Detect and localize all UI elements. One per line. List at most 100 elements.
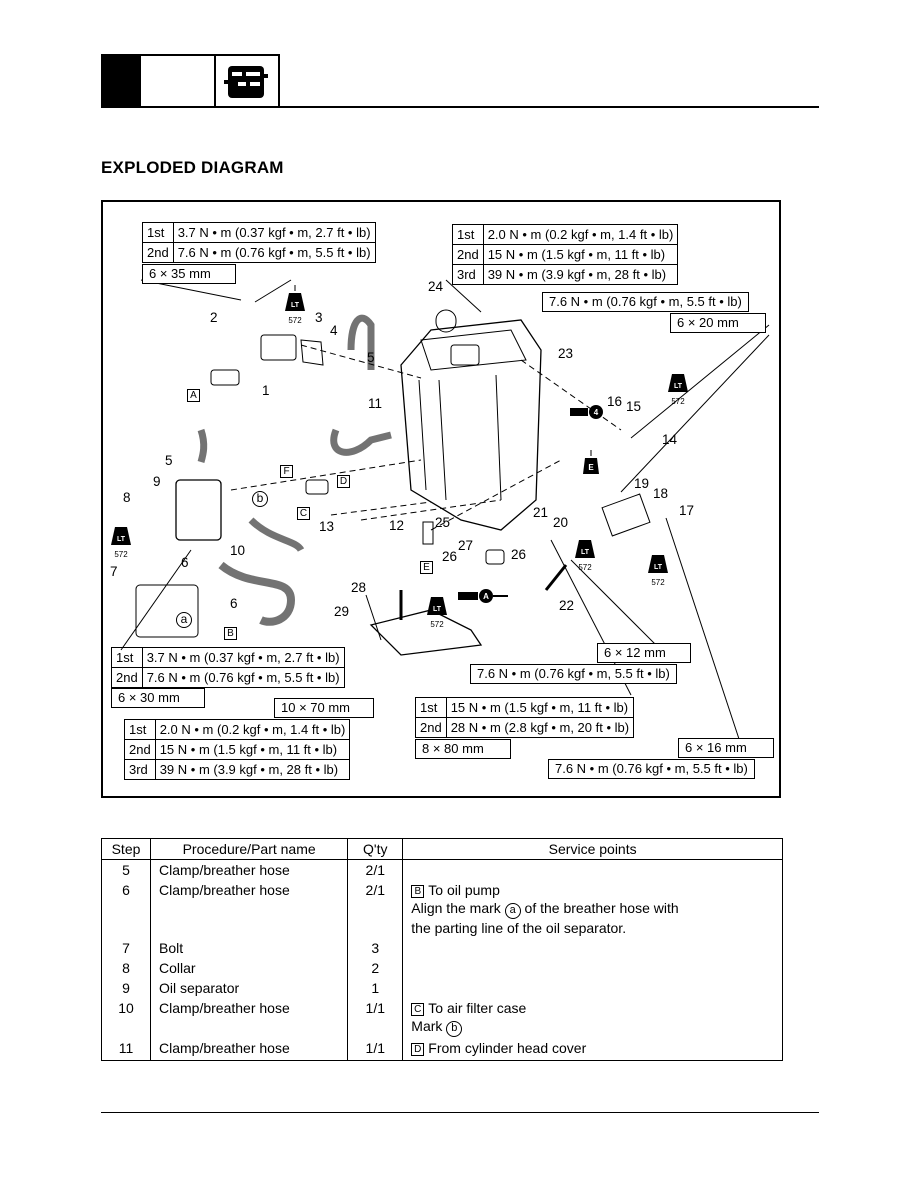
header-service-points: Service points bbox=[402, 838, 783, 860]
oil-icon: 4 bbox=[570, 404, 606, 420]
svg-text:LT: LT bbox=[433, 606, 442, 613]
footer-rule bbox=[101, 1112, 819, 1113]
callout-12: 12 bbox=[389, 518, 405, 533]
bolt-size-middle-right: 6 × 12 mm bbox=[597, 643, 691, 663]
header-step: Step bbox=[101, 838, 151, 860]
callout-17: 17 bbox=[679, 503, 695, 518]
callout-9: 9 bbox=[153, 474, 161, 489]
header-rule bbox=[101, 106, 819, 108]
callout-8: 8 bbox=[123, 490, 131, 505]
callout-14: 14 bbox=[662, 432, 678, 447]
chapter-tab-blank bbox=[141, 54, 214, 108]
svg-text:LT: LT bbox=[581, 549, 590, 556]
callout-29: 29 bbox=[334, 604, 350, 619]
mark-a: a bbox=[176, 612, 192, 628]
table-row: 8 Collar 2 bbox=[101, 958, 783, 978]
mark-circle: a bbox=[504, 903, 521, 919]
callout-25: 25 bbox=[435, 515, 451, 530]
letter-box: B bbox=[411, 885, 425, 898]
callout-19: 19 bbox=[634, 476, 650, 491]
callout-3: 3 bbox=[315, 310, 323, 325]
callout-23: 23 bbox=[558, 346, 574, 361]
table-row: 7 Bolt 3 bbox=[101, 938, 783, 958]
mark-circle: b bbox=[446, 1021, 463, 1037]
mark-b: b bbox=[252, 491, 268, 507]
callout-13: 13 bbox=[319, 519, 335, 534]
bolt-size-top-left: 6 × 35 mm bbox=[142, 264, 236, 284]
callout-5b: 5 bbox=[165, 453, 173, 468]
svg-text:A: A bbox=[483, 592, 489, 601]
callout-6b: 6 bbox=[230, 596, 238, 611]
chapter-tab-black bbox=[101, 54, 141, 108]
svg-text:LT: LT bbox=[117, 536, 126, 543]
torque-bottom-right-2: 7.6 N • m (0.76 kgf • m, 5.5 ft • lb) bbox=[548, 759, 755, 779]
thread-locker-icon: LT 572 bbox=[282, 285, 308, 325]
letter-d-box: D bbox=[337, 475, 350, 488]
callout-24: 24 bbox=[428, 279, 444, 294]
callout-7: 7 bbox=[110, 564, 118, 579]
torque-top-right: 7.6 N • m (0.76 kgf • m, 5.5 ft • lb) bbox=[542, 292, 749, 312]
bolt-size-bottom-right: 8 × 80 mm bbox=[415, 739, 511, 759]
svg-text:E: E bbox=[588, 463, 594, 472]
letter-f-box: F bbox=[280, 465, 293, 478]
torque-middle-right: 7.6 N • m (0.76 kgf • m, 5.5 ft • lb) bbox=[470, 664, 677, 684]
svg-text:LT: LT bbox=[674, 383, 683, 390]
diagram-drawing bbox=[120, 279, 770, 746]
letter-a-box: A bbox=[187, 389, 200, 402]
callout-4: 4 bbox=[330, 323, 338, 338]
letter-e-box: E bbox=[420, 561, 433, 574]
svg-text:LT: LT bbox=[654, 564, 663, 571]
table-row: 5 Clamp/breather hose 2/1 bbox=[101, 859, 783, 880]
electrical-connector-icon bbox=[214, 54, 280, 106]
bolt-size-bottom-left: 6 × 30 mm bbox=[111, 688, 205, 708]
callout-1: 1 bbox=[262, 383, 270, 398]
callout-21: 21 bbox=[533, 505, 549, 520]
step-label: 2nd bbox=[142, 242, 174, 263]
thread-locker-icon: LT 572 bbox=[424, 589, 450, 629]
torque-value: 3.7 N • m (0.37 kgf • m, 2.7 ft • lb) bbox=[172, 222, 376, 243]
svg-text:4: 4 bbox=[594, 408, 599, 417]
exploded-diagram bbox=[101, 200, 781, 798]
thread-locker-icon: LT 572 bbox=[645, 547, 671, 587]
service-table: Step Procedure/Part name Q'ty Service po… bbox=[101, 838, 783, 1061]
bolt-size-top-right: 6 × 20 mm bbox=[670, 313, 766, 333]
callout-15: 15 bbox=[626, 399, 642, 414]
step-label: 1st bbox=[142, 222, 174, 243]
svg-text:LT: LT bbox=[291, 302, 300, 309]
thread-locker-icon: LT 572 bbox=[665, 366, 691, 406]
callout-27: 27 bbox=[458, 538, 474, 553]
callout-11: 11 bbox=[368, 396, 383, 411]
callout-26a: 26 bbox=[442, 549, 458, 564]
grease-icon: E bbox=[580, 450, 602, 476]
thread-locker-icon: LT 572 bbox=[572, 532, 598, 572]
torque-value: 7.6 N • m (0.76 kgf • m, 5.5 ft • lb) bbox=[172, 242, 376, 263]
callout-22: 22 bbox=[559, 598, 575, 613]
callout-5a: 5 bbox=[367, 350, 375, 365]
callout-20: 20 bbox=[553, 515, 569, 530]
header-qty: Q'ty bbox=[347, 838, 404, 860]
callout-18: 18 bbox=[653, 486, 669, 501]
callout-10: 10 bbox=[230, 543, 246, 558]
callout-2: 2 bbox=[210, 310, 218, 325]
a-grease-icon: A bbox=[458, 587, 508, 605]
callout-26b: 26 bbox=[511, 547, 527, 562]
header-part-name: Procedure/Part name bbox=[149, 838, 349, 860]
callout-16: 16 bbox=[607, 394, 623, 409]
page-title: EXPLODED DIAGRAM bbox=[101, 158, 284, 177]
letter-box: D bbox=[411, 1043, 425, 1056]
table-row: 9 Oil separator 1 bbox=[101, 978, 783, 998]
callout-6a: 6 bbox=[181, 555, 189, 570]
thread-locker-icon: LT 572 bbox=[108, 519, 134, 559]
letter-box: C bbox=[411, 1003, 425, 1016]
bolt-size-bottom-middle: 10 × 70 mm bbox=[274, 698, 374, 718]
letter-c-box: C bbox=[297, 507, 310, 520]
letter-b-box: B bbox=[224, 627, 237, 640]
